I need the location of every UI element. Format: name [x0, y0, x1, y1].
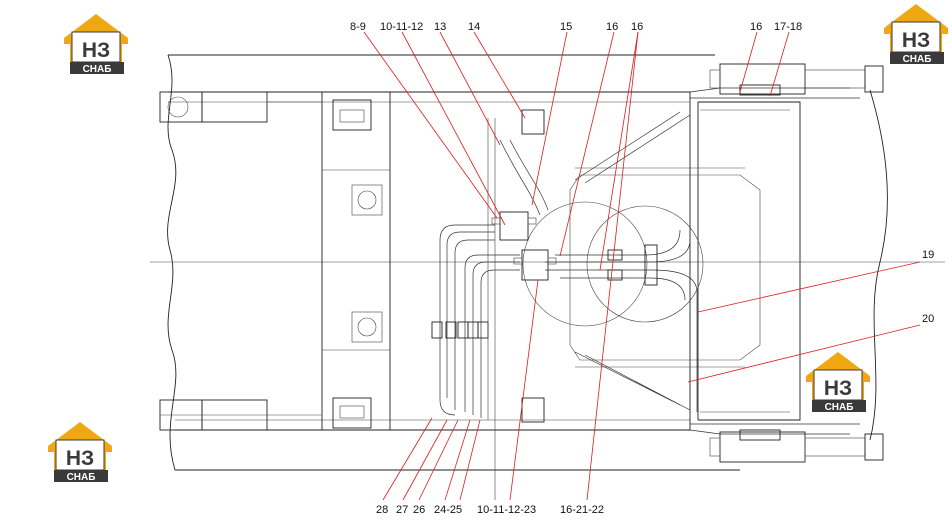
callouts-top: 8-9 10-11-12 13 14 15 16 16 16 17-18 — [350, 21, 802, 33]
callout-10-11-12-23: 10-11-12-23 — [477, 504, 536, 516]
callout-24-25: 24-25 — [434, 504, 462, 516]
callout-27: 27 — [396, 504, 408, 516]
callout-26: 26 — [413, 504, 425, 516]
hose-fittings — [431, 244, 658, 339]
callout-15: 15 — [560, 21, 572, 33]
logo-caption: СНАБ — [825, 402, 854, 413]
logo-mark: НЗ — [824, 377, 852, 400]
hydraulic-cylinder-bottom — [709, 429, 884, 463]
callouts-bottom: 28 27 26 24-25 10-11-12-23 16-21-22 — [376, 504, 604, 516]
callout-20: 20 — [922, 313, 934, 325]
callout-14: 14 — [468, 21, 480, 33]
logo-mark: НЗ — [902, 29, 930, 52]
callout-28: 28 — [376, 504, 388, 516]
logo-caption: СНАБ — [67, 472, 96, 483]
callout-17-18: 17-18 — [774, 21, 802, 33]
leader-lines — [363, 31, 921, 501]
logo-middle-right: НЗ СНАБ — [806, 352, 870, 413]
callouts-right: 19 20 — [922, 249, 934, 325]
logo-bottom-left: НЗ СНАБ — [48, 422, 112, 483]
frame-outline — [150, 54, 945, 471]
logo-top-right: НЗ СНАБ — [884, 4, 948, 65]
callout-16-b: 16 — [631, 21, 643, 33]
logo-caption: СНАБ — [903, 54, 932, 65]
logo-top-left: НЗ СНАБ — [64, 14, 128, 75]
valve-block-upper — [491, 211, 537, 241]
callout-13: 13 — [434, 21, 446, 33]
callout-16-c: 16 — [750, 21, 762, 33]
callout-19: 19 — [922, 249, 934, 261]
callout-10-11-12: 10-11-12 — [380, 21, 423, 33]
logo-mark: НЗ — [82, 39, 110, 62]
brackets — [487, 109, 545, 500]
callout-8-9: 8-9 — [350, 21, 366, 33]
logo-caption: СНАБ — [83, 64, 112, 75]
hose-bundle — [439, 87, 860, 435]
callout-16-21-22: 16-21-22 — [560, 504, 604, 516]
callout-16-a: 16 — [606, 21, 618, 33]
logo-mark: НЗ — [66, 447, 94, 470]
valve-block-lower — [513, 249, 557, 281]
hydraulic-cylinder-top — [709, 63, 884, 96]
